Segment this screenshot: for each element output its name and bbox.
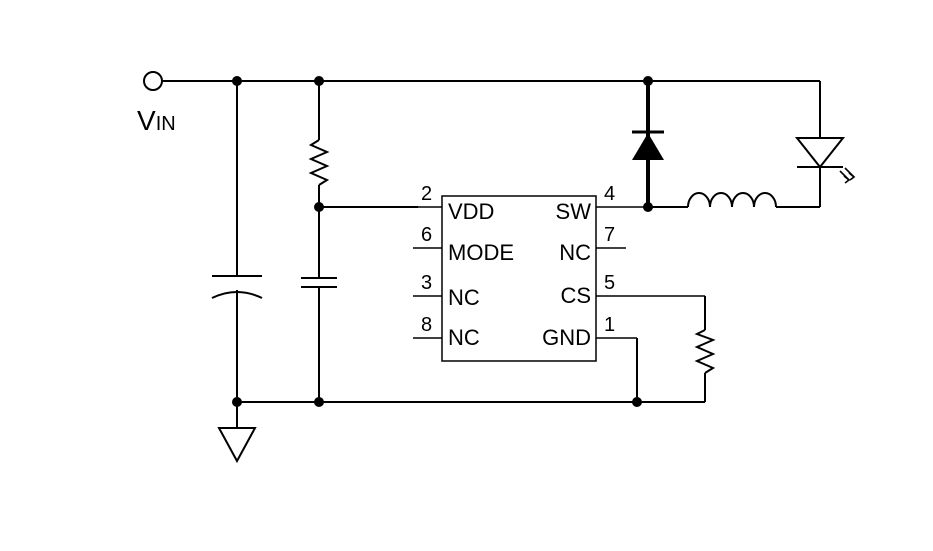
pin-number: 8 <box>421 314 432 336</box>
ic-left-pin-stubs <box>413 206 442 339</box>
pin-name: NC <box>559 240 591 265</box>
vin-label: VIN <box>137 105 176 136</box>
pin-name: NC <box>448 285 480 310</box>
junction-dots <box>232 76 653 407</box>
pin-number: 3 <box>421 272 432 294</box>
input-capacitor <box>211 81 263 402</box>
pin-number: 2 <box>421 183 432 205</box>
ground-icon <box>217 402 257 464</box>
vdd-capacitor <box>301 207 337 402</box>
top-rail-wire <box>162 80 821 138</box>
freewheel-diode <box>632 81 664 207</box>
pin-number: 7 <box>604 224 615 246</box>
pin-number: 4 <box>604 183 615 205</box>
vdd-resistor <box>308 81 330 207</box>
ic-right-pin-stubs <box>596 206 705 339</box>
pin-name: NC <box>448 325 480 350</box>
led <box>794 137 856 207</box>
pin-number: 1 <box>604 314 615 336</box>
pin-name: MODE <box>448 240 514 265</box>
current-sense-resistor <box>694 296 716 378</box>
pin-number: 5 <box>604 272 615 294</box>
ic-body <box>441 195 597 362</box>
pin-number: 6 <box>421 224 432 246</box>
pin-name: SW <box>556 199 592 224</box>
pin-name: GND <box>542 325 591 350</box>
input-terminal-icon <box>143 71 163 91</box>
pin-name: VDD <box>448 199 494 224</box>
inductor <box>648 192 820 208</box>
pin-name: CS <box>560 283 591 308</box>
